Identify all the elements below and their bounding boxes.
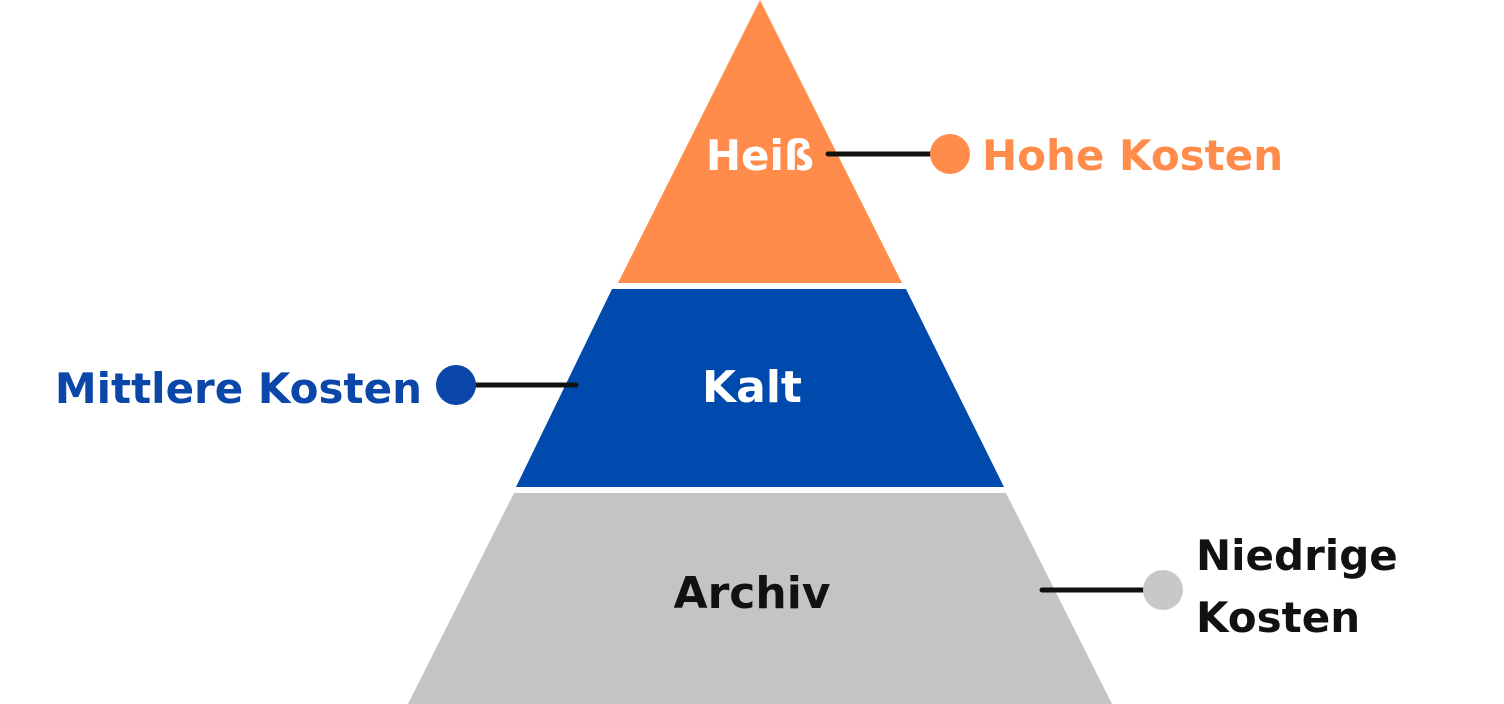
tier-cold-shape xyxy=(516,289,1004,487)
cold-cost-dot xyxy=(436,365,476,405)
cold-cost-label: Mittlere Kosten xyxy=(55,364,422,413)
archive-cost-dot xyxy=(1143,570,1183,610)
archive-cost-label-line2: Kosten xyxy=(1196,593,1360,642)
hot-cost-label: Hohe Kosten xyxy=(982,131,1283,180)
tier-hot-label: Heiß xyxy=(706,131,814,180)
tier-archive-label: Archiv xyxy=(674,568,831,619)
tier-hot-shape xyxy=(618,0,902,283)
hot-cost-dot xyxy=(930,134,970,174)
archive-cost-label-line1: Niedrige xyxy=(1196,531,1398,580)
tier-archive-shape xyxy=(408,493,1112,704)
tier-cold-label: Kalt xyxy=(702,362,802,413)
